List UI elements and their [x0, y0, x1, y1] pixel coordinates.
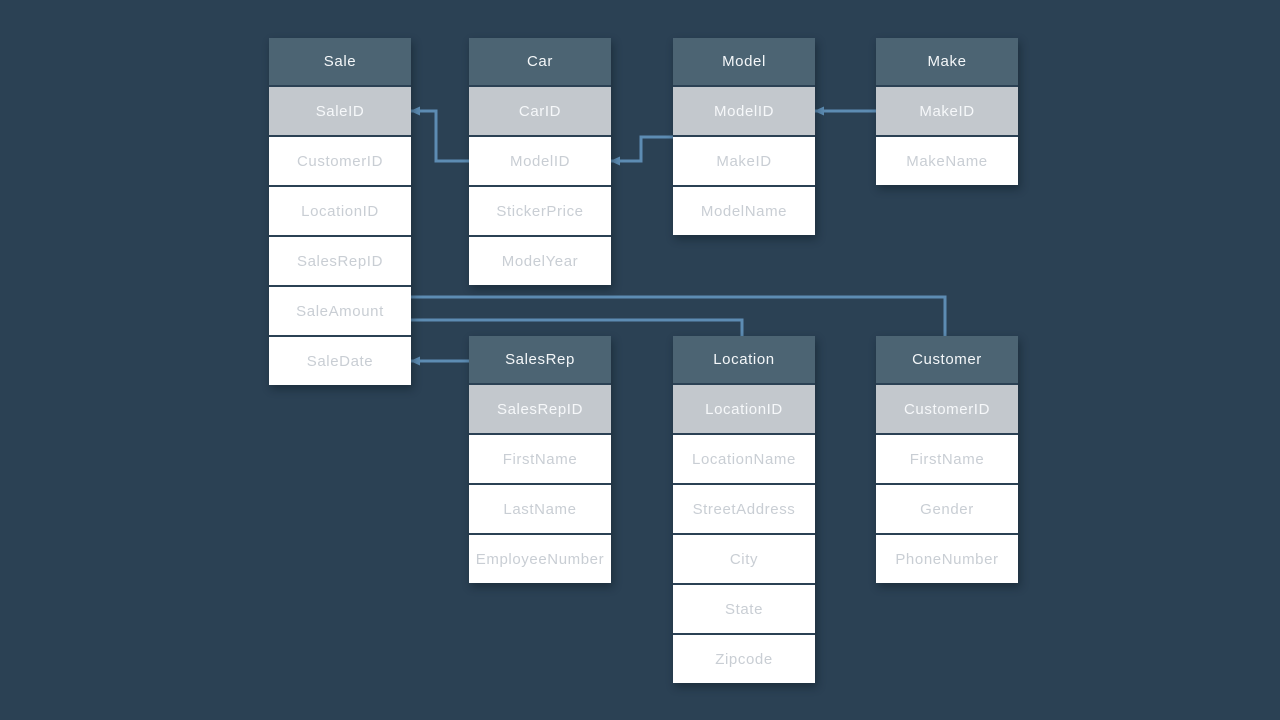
field-row-gender: Gender: [876, 485, 1018, 533]
table-title-location: Location: [673, 336, 815, 383]
primary-key-row-locationid: LocationID: [673, 385, 815, 433]
field-row-employeenumber: EmployeeNumber: [469, 535, 611, 583]
field-row-modelyear: ModelYear: [469, 237, 611, 285]
field-row-locationid: LocationID: [269, 187, 411, 235]
connector-line: [411, 109, 469, 163]
arrowhead-icon: [610, 156, 620, 166]
table-title-car: Car: [469, 38, 611, 85]
field-row-saledate: SaleDate: [269, 337, 411, 385]
field-row-locationname: LocationName: [673, 435, 815, 483]
table-title-sale: Sale: [269, 38, 411, 85]
field-row-firstname: FirstName: [876, 435, 1018, 483]
table-title-make: Make: [876, 38, 1018, 85]
primary-key-row-modelid: ModelID: [673, 87, 815, 135]
field-row-state: State: [673, 585, 815, 633]
primary-key-row-saleid: SaleID: [269, 87, 411, 135]
arrowhead-icon: [410, 356, 420, 366]
primary-key-row-salesrepid: SalesRepID: [469, 385, 611, 433]
field-row-zipcode: Zipcode: [673, 635, 815, 683]
table-title-model: Model: [673, 38, 815, 85]
primary-key-row-customerid: CustomerID: [876, 385, 1018, 433]
field-row-salesrepid: SalesRepID: [269, 237, 411, 285]
primary-key-row-carid: CarID: [469, 87, 611, 135]
field-row-lastname: LastName: [469, 485, 611, 533]
field-row-customerid: CustomerID: [269, 137, 411, 185]
table-title-salesrep: SalesRep: [469, 336, 611, 383]
field-row-streetaddress: StreetAddress: [673, 485, 815, 533]
field-row-makename: MakeName: [876, 137, 1018, 185]
table-title-customer: Customer: [876, 336, 1018, 383]
field-row-saleamount: SaleAmount: [269, 287, 411, 335]
field-row-modelname: ModelName: [673, 187, 815, 235]
connector-line: [611, 135, 673, 163]
connector-line: [411, 295, 947, 339]
primary-key-row-makeid: MakeID: [876, 87, 1018, 135]
field-row-makeid: MakeID: [673, 137, 815, 185]
field-row-city: City: [673, 535, 815, 583]
field-row-stickerprice: StickerPrice: [469, 187, 611, 235]
field-row-phonenumber: PhoneNumber: [876, 535, 1018, 583]
arrowhead-icon: [814, 106, 824, 116]
field-row-modelid: ModelID: [469, 137, 611, 185]
arrowhead-icon: [410, 106, 420, 116]
field-row-firstname: FirstName: [469, 435, 611, 483]
